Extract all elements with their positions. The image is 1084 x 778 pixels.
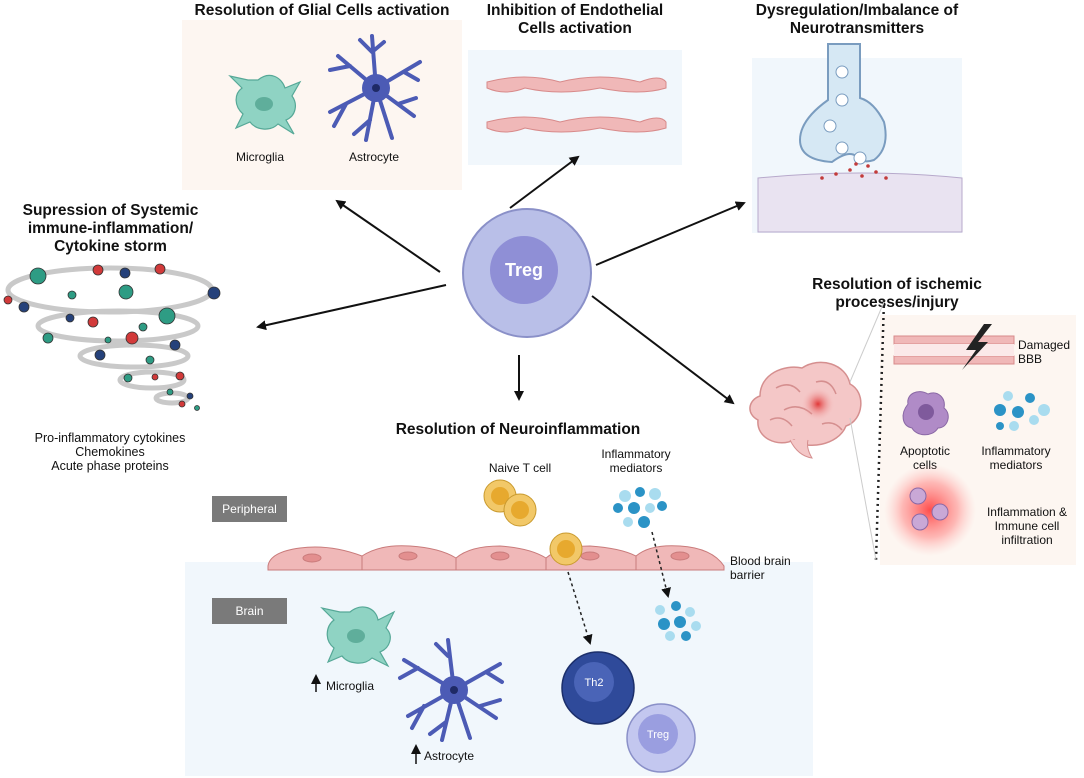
cytokine-storm-icon [5, 265, 215, 406]
endothelial-strip-2 [486, 116, 667, 133]
infiltration-label: Inflammation & Immune cell infiltration [986, 505, 1068, 547]
treg-arrows [256, 155, 746, 405]
microglia-label-top: Microglia [235, 150, 284, 164]
glial-panel [182, 20, 462, 190]
damaged-bbb-icon [893, 335, 1015, 365]
inflammation-glow-icon [884, 464, 976, 556]
peripheral-tag: Peripheral [212, 496, 287, 522]
brain-mediators-icon [655, 601, 701, 641]
endothelial-strip-1 [486, 76, 667, 93]
caption-line-chemokines: Chemokines [75, 445, 145, 459]
caption-line-cytokines: Pro-inflammatory cytokines [34, 431, 186, 445]
astrocyte-label-brain: Astrocyte [424, 749, 475, 763]
dotted-arrow-mediators [651, 531, 671, 598]
microglia-top-icon [228, 74, 302, 135]
th2-cell [561, 651, 635, 725]
neuroinflammation-title: Resolution of Neuroinflammation [395, 421, 641, 438]
brain-tag: Brain [212, 598, 287, 624]
astrocyte-top-icon [328, 34, 422, 142]
apoptotic-cell-icon [902, 391, 949, 436]
endothelial-panel [468, 50, 682, 165]
ischemic-mediators-icon [994, 391, 1050, 431]
glial-title: Resolution of Glial Cells activation [194, 2, 450, 19]
arrow-to-glial [335, 199, 441, 273]
systemic-title: Supression of Systemic immune-inflammati… [22, 202, 199, 255]
brain-panel [185, 562, 813, 776]
microglia-label-brain: Microglia [326, 679, 375, 693]
treg-center-label: Treg [505, 260, 543, 280]
lightning-icon [962, 324, 992, 370]
brain-icon [749, 361, 862, 459]
damaged-bbb-label: Damaged BBB [1018, 338, 1071, 366]
ischemic-title: Resolution of ischemic processes/injury [812, 276, 982, 311]
ischemic-divider [874, 299, 886, 561]
astrocyte-label-top: Astrocyte [348, 150, 399, 164]
microglia-brain-icon [320, 606, 396, 668]
synapse-icon [757, 43, 963, 233]
th2-label: Th2 [585, 677, 604, 689]
treg-brain-label: Treg [647, 729, 669, 741]
endothelial-title: Inhibition of Endothelial Cells activati… [486, 2, 664, 37]
arrow-to-systemic [256, 284, 447, 331]
caption-line-acute: Acute phase proteins [51, 459, 169, 473]
arrow-to-ischemic [591, 295, 735, 405]
dotted-arrows [567, 531, 671, 645]
bbb-label: Blood brain barrier [730, 554, 791, 582]
treg-brain-cell [626, 703, 696, 773]
arrow-to-endothelial [509, 155, 580, 209]
ischemic-link-bottom [849, 417, 877, 561]
bbb-endothelium [267, 545, 725, 571]
cytokine-particles [3, 263, 221, 411]
ischemic-link-top [849, 301, 885, 383]
peripheral-mediators-icon [613, 487, 667, 528]
arrow-to-neurotransmitters [595, 201, 746, 266]
naive-label: Naive T cell [488, 461, 552, 475]
ischemic-mediators-label: Inflammatory mediators [981, 444, 1051, 472]
systemic-caption: Pro-inflammatory cytokines Chemokines Ac… [10, 431, 210, 473]
naive-t-cells [483, 479, 583, 566]
neuro-mediators-label: Inflammatory mediators [601, 447, 671, 475]
astrocyte-brain-icon [398, 638, 504, 742]
treg-cell [462, 208, 592, 338]
dotted-arrow-naive-to-th2 [567, 571, 593, 645]
neurotransmitter-title: Dysregulation/Imbalance of Neurotransmit… [755, 2, 959, 37]
